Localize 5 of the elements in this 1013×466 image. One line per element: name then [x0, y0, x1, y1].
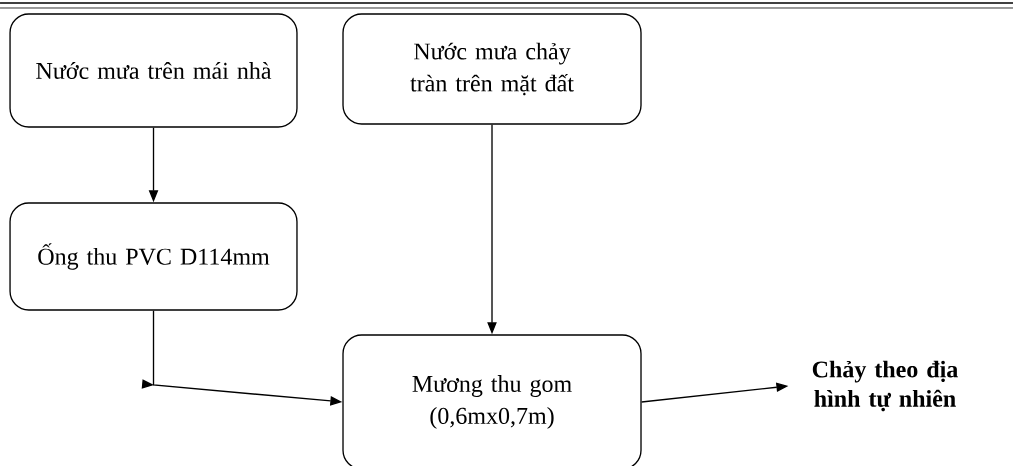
process-box: Nước mưa trên mái nhà: [9, 13, 298, 128]
process-box: Nước mưa chảy tràn trên mặt đất: [342, 13, 642, 125]
process-box: Mương thu gom (0,6mx0,7m): [342, 334, 642, 466]
outcome-text: Chảy theo địa hình tự nhiên: [812, 360, 958, 412]
process-box: Ống thu PVC D114mm: [9, 202, 298, 311]
